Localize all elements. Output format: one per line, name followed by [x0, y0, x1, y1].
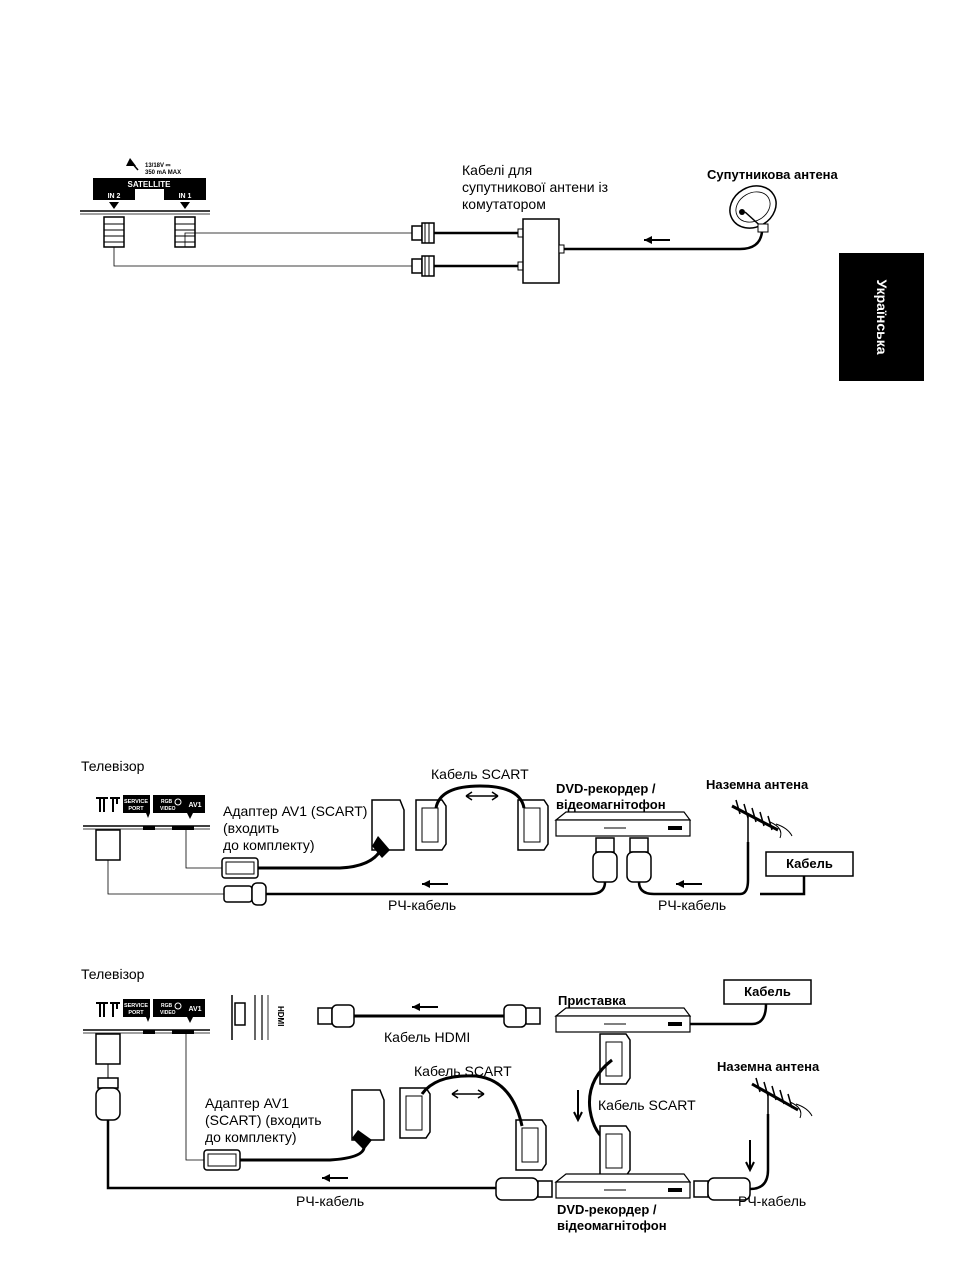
tv-rf-plug: [223, 882, 267, 906]
scart-plug-left-stb: [399, 1087, 431, 1139]
svg-text:PORT: PORT: [128, 1010, 144, 1016]
tv-label-stb: Телевізор: [81, 966, 145, 982]
terrestrial-label-stb: Наземна антена: [717, 1059, 820, 1074]
hdmi-plug-left: [317, 1004, 355, 1028]
scart-plug-left: [415, 799, 447, 851]
switcher-box: [522, 218, 560, 284]
signal-arrow-icon: [411, 1002, 439, 1012]
panel-title: SATELLITE: [128, 180, 172, 189]
tv-label-vcr: Телевізор: [81, 758, 145, 774]
svg-text:RGB: RGB: [161, 1003, 173, 1009]
port-label-in1: IN 1: [179, 193, 192, 200]
adapter-label-stb: Адаптер AV1 (SCART) (входить до комплект…: [205, 1095, 322, 1145]
svg-text:HDMI: HDMI: [276, 1006, 285, 1026]
dvd-label-vcr: DVD-рекордер / відеомагнітофон: [556, 781, 666, 812]
adapter-label-vcr: Адаптер AV1 (SCART) (входить до комплект…: [223, 803, 368, 853]
bidirectional-arrow-icon: [465, 791, 499, 801]
scart-cable-label-right: Кабель SCART: [598, 1097, 696, 1113]
sat-cable-in2: [113, 247, 412, 267]
tv-rf-plug: [95, 1087, 121, 1121]
svg-text:AV1: AV1: [188, 802, 201, 809]
rf-plug-down-left: [592, 837, 618, 883]
rf-label-left-stb: РЧ-кабель: [296, 1193, 365, 1209]
down-arrow-icon: [573, 1090, 583, 1123]
rf-plug-dvd-right: [693, 1177, 751, 1201]
sat-cable-in1: [184, 232, 412, 247]
signal-arrow-icon: [675, 879, 703, 889]
svg-text:RGB: RGB: [161, 799, 173, 805]
cable-box-label-stb: Кабель: [744, 984, 791, 999]
scart-adapter-stb: [351, 1089, 385, 1150]
scart-plug-right-stb: [515, 1119, 547, 1171]
svg-text:PORT: PORT: [128, 806, 144, 812]
scart-cable-label-top: Кабель SCART: [414, 1063, 512, 1079]
down-arrow-icon: [745, 1140, 755, 1173]
terrestrial-antenna-icon: [751, 1077, 813, 1130]
scart-adapter: [371, 799, 405, 858]
dvd-recorder-device: [554, 811, 692, 837]
terrestrial-label-vcr: Наземна антена: [706, 777, 809, 792]
set-top-box-device: [554, 1007, 692, 1033]
signal-arrow-icon: [643, 235, 671, 245]
rf-plug-dvd-left: [495, 1177, 553, 1201]
rf-label-left-vcr: РЧ-кабель: [388, 897, 457, 913]
hdmi-cable-label: Кабель HDMI: [384, 1029, 471, 1045]
port-label-in2: IN 2: [108, 193, 121, 200]
svg-text:VIDEO: VIDEO: [160, 806, 176, 812]
rf-cable-tv: [266, 881, 607, 896]
rf-label-right-stb: РЧ-кабель: [738, 1193, 807, 1209]
set-top-label: Приставка: [558, 993, 626, 1008]
tv-rf-socket[interactable]: [95, 829, 121, 861]
dvd-label-stb: DVD-рекордер / відеомагнітофон: [557, 1202, 667, 1233]
cable-box-vcr: [765, 851, 854, 877]
scart-cable-label-vcr: Кабель SCART: [431, 766, 529, 782]
satellite-dish-antenna-icon: [729, 185, 777, 233]
tv-panel-stb: SERVICE PORT RGB VIDEO AV1: [83, 999, 210, 1121]
language-tab: Українська: [839, 253, 924, 381]
svg-text:VIDEO: VIDEO: [160, 1010, 176, 1016]
signal-arrow-icon: [321, 1173, 349, 1183]
cable-box-label-vcr: Кабель: [786, 856, 833, 871]
svg-text:350 mA MAX: 350 mA MAX: [145, 170, 181, 176]
av1-adapter-plug: [221, 857, 259, 879]
terrestrial-antenna-icon: [731, 799, 793, 860]
antenna-port-icon: [96, 797, 120, 812]
hdmi-port-panel: HDMI: [231, 995, 285, 1040]
scart-plug-stb-top: [599, 1033, 631, 1085]
rf-label-right-vcr: РЧ-кабель: [658, 897, 727, 913]
bidirectional-arrow-icon: [451, 1089, 485, 1099]
rf-plug-down-right: [626, 837, 652, 883]
scart-cable-vcr: [434, 784, 526, 809]
satellite-dish-icon: [126, 158, 139, 171]
f-connector-1: [411, 222, 435, 244]
antenna-port-icon: [96, 1002, 120, 1017]
f-connector-2: [411, 255, 435, 277]
dvd-recorder-device-stb: [554, 1173, 692, 1199]
f-socket-in2[interactable]: [103, 216, 125, 248]
dish-cable: [564, 231, 764, 251]
sat-cables-label: Кабелі для супутникової антени із комута…: [462, 162, 608, 212]
svg-text:SERVICE: SERVICE: [124, 799, 148, 805]
av1-adapter-plug-stb: [203, 1149, 241, 1171]
signal-arrow-icon: [421, 879, 449, 889]
cable-box-stb: [723, 979, 812, 1005]
hdmi-plug-right: [503, 1004, 541, 1028]
tv-panel-vcr: SERVICE PORT RGB VIDEO AV1: [83, 795, 210, 861]
scart-plug-stb-bottom: [599, 1125, 631, 1177]
rf-cable-tv-stb: [106, 1120, 496, 1190]
sat-dish-label: Супутникова антена: [707, 167, 838, 182]
f-socket-in1[interactable]: [174, 216, 196, 248]
svg-text:AV1: AV1: [188, 1006, 201, 1013]
svg-text:SERVICE: SERVICE: [124, 1003, 148, 1009]
panel-voltage: 13/18V ⎓: [145, 163, 171, 169]
satellite-panel: 13/18V ⎓ 350 mA MAX SATELLITE IN 2 IN 1: [80, 158, 210, 248]
tv-rf-socket[interactable]: [95, 1033, 121, 1065]
